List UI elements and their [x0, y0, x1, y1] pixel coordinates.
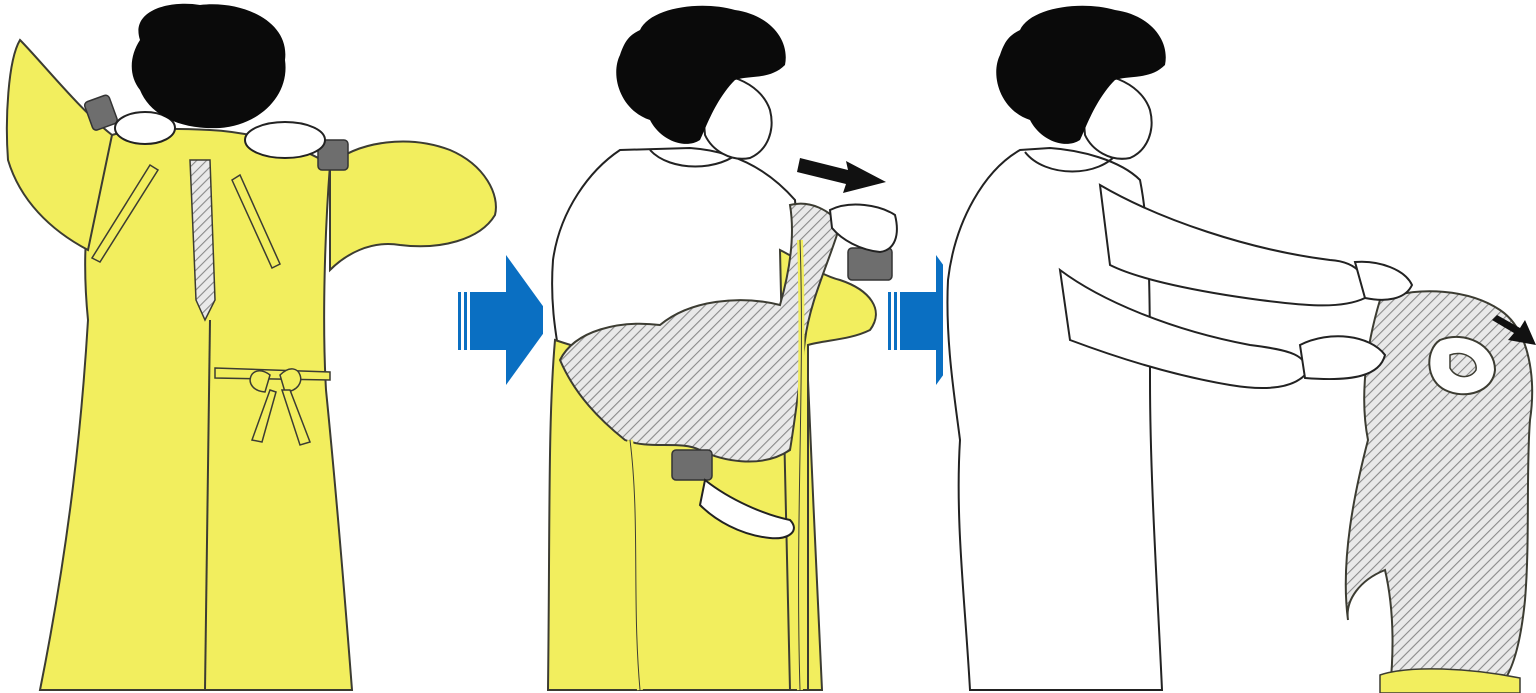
- hand-right: [245, 122, 325, 158]
- panel-1: [5, 4, 500, 690]
- cuff-upper: [848, 248, 892, 280]
- hair: [132, 4, 286, 128]
- cuff-lower: [672, 450, 712, 480]
- panel-2: [543, 6, 903, 690]
- panel-3: [943, 6, 1536, 693]
